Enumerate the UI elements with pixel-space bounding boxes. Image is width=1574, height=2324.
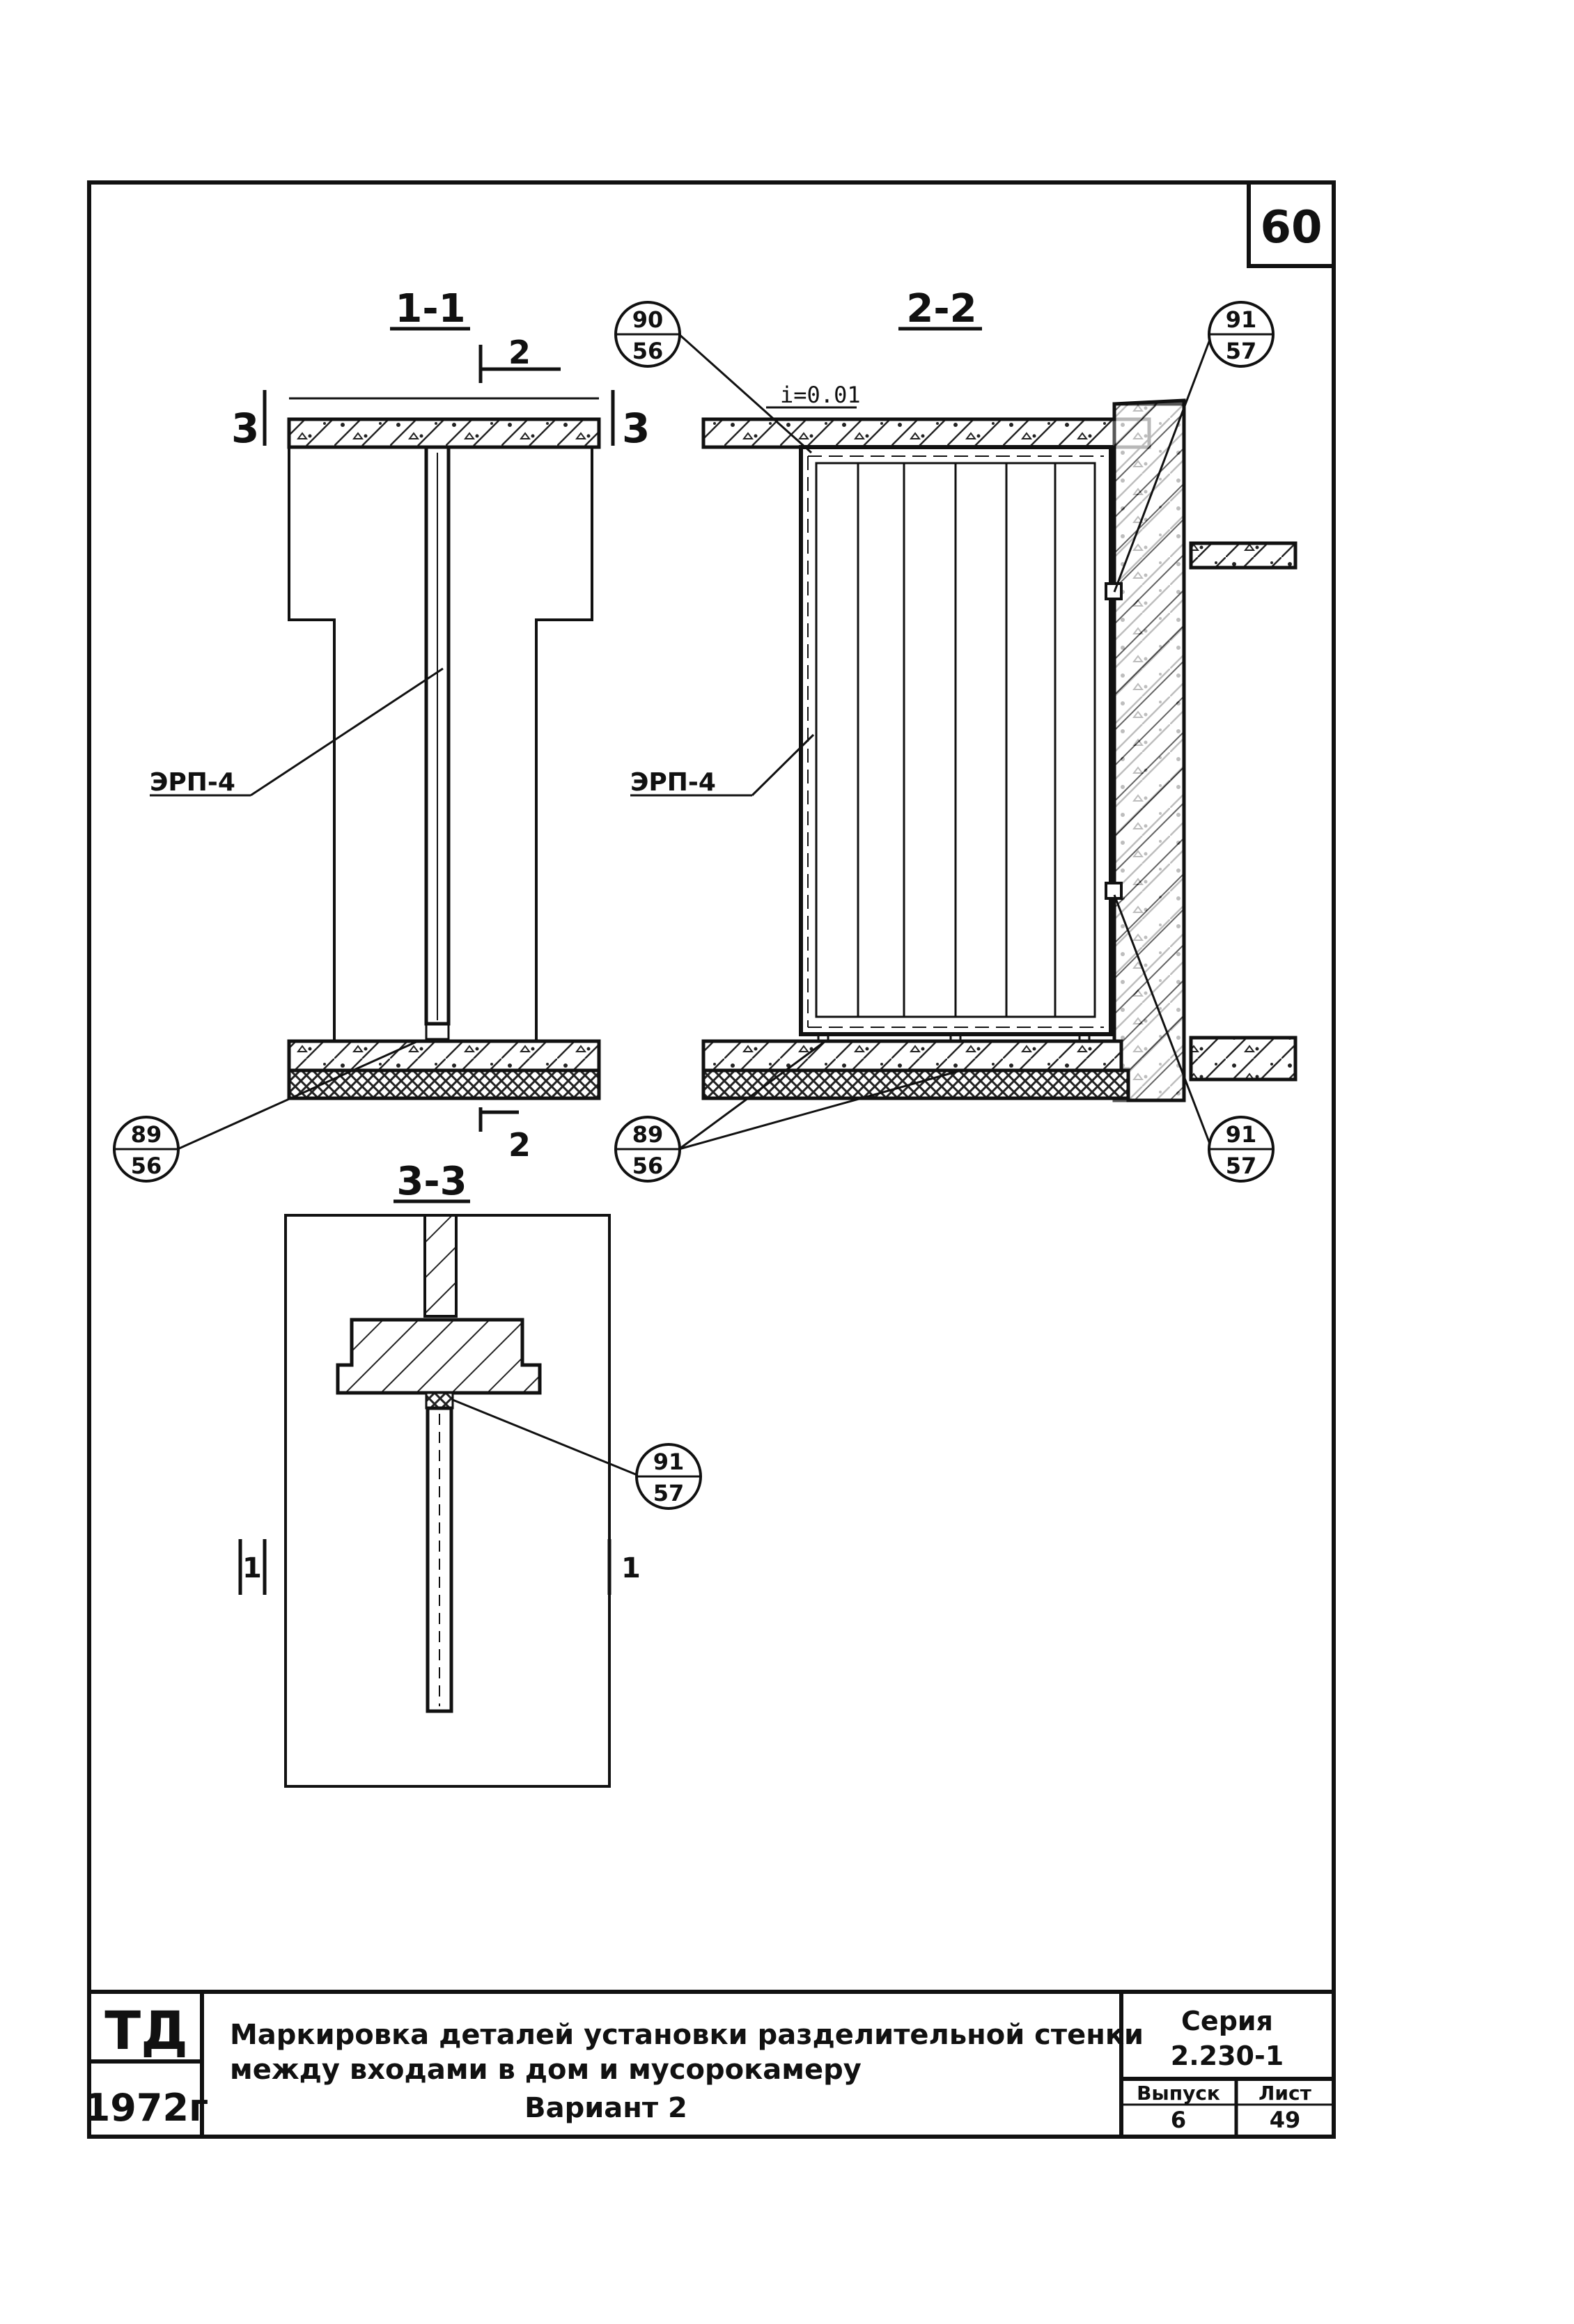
section-1-1: 1-1 2 3 3 2 ЭРП-4 89 xyxy=(113,286,650,1183)
panel-ribs xyxy=(857,463,1057,1017)
section-3-3-title: 3-3 xyxy=(396,1159,467,1204)
callout-89-top: 89 xyxy=(131,1121,162,1148)
callout-89-bottom: 56 xyxy=(131,1153,162,1179)
callout-89b-top: 89 xyxy=(632,1121,664,1148)
title-line-3: Вариант 2 xyxy=(524,2092,687,2124)
callout-91-bottom-b: 57 xyxy=(1226,1153,1257,1179)
wall-anchor-lower xyxy=(1105,882,1123,900)
title-line-2: между входами в дом и мусорокамеру xyxy=(230,2054,862,2086)
slab-stub-lower xyxy=(1189,1036,1298,1082)
cut-mark-2-top: 2 xyxy=(508,334,531,371)
title-line-1: Маркировка деталей установки разделитель… xyxy=(230,2019,1144,2051)
series-label: Серия xyxy=(1181,2006,1273,2036)
series-value: 2.230-1 xyxy=(1171,2041,1284,2071)
cut-mark-2-bottom: 2 xyxy=(508,1126,531,1164)
drawing-frame xyxy=(87,180,1336,2139)
upper-wall-stub xyxy=(423,1214,458,1318)
org-code: ТД xyxy=(104,1999,188,2061)
sheet-label: Лист xyxy=(1259,2082,1311,2105)
callout-89b-bottom: 56 xyxy=(632,1153,664,1179)
lintel-beam xyxy=(336,1318,542,1395)
page-number: 60 xyxy=(1260,202,1322,254)
floor-slab-2-2 xyxy=(701,1039,1123,1073)
ceiling-slab-2-2 xyxy=(701,417,1151,449)
panel-label-erp4-left: ЭРП-4 xyxy=(150,768,235,797)
panel-label-erp4-right: ЭРП-4 xyxy=(630,768,716,797)
callout-90-bottom: 56 xyxy=(632,338,664,364)
floor-slab-bottom xyxy=(287,1039,601,1073)
cut-mark-3-left: 3 xyxy=(231,405,259,452)
callout-91-bottom-a: 57 xyxy=(1226,338,1257,364)
cut-mark-1-left: 1 xyxy=(242,1552,262,1584)
section-1-1-title: 1-1 xyxy=(395,286,465,332)
section-2-2: 2-2 i=0.01 xyxy=(614,286,1298,1183)
issue-value: 6 xyxy=(1171,2107,1186,2133)
issue-label: Выпуск xyxy=(1137,2082,1220,2105)
beam-anchor xyxy=(425,1391,454,1410)
title-block: ТД 1972г Маркировка деталей установки ра… xyxy=(84,1990,1334,2137)
page-number-box xyxy=(1247,180,1336,268)
section-2-2-title: 2-2 xyxy=(906,286,976,332)
cut-mark-3-right: 3 xyxy=(622,405,650,452)
section-3-3: 3-3 1 1 91 57 xyxy=(238,1159,702,1788)
callout-91-top-a: 91 xyxy=(1226,306,1257,333)
year: 1972г xyxy=(84,2086,209,2130)
cut-mark-1-right: 1 xyxy=(621,1552,641,1584)
floor-slab-top xyxy=(287,417,601,449)
callout-91c-bottom: 57 xyxy=(653,1480,685,1506)
callout-90-top: 90 xyxy=(632,306,664,333)
floor-screed-2-2 xyxy=(701,1068,1130,1100)
right-wall-core xyxy=(1112,402,1186,1102)
slab-stub-upper xyxy=(1189,541,1298,570)
callout-91c-top: 91 xyxy=(653,1449,685,1475)
sheet-value: 49 xyxy=(1270,2107,1301,2133)
partition-panel-3-3 xyxy=(426,1406,453,1713)
slope-label: i=0.01 xyxy=(780,382,861,408)
callout-91-top-b: 91 xyxy=(1226,1121,1257,1148)
floor-screed-bottom xyxy=(287,1068,601,1100)
